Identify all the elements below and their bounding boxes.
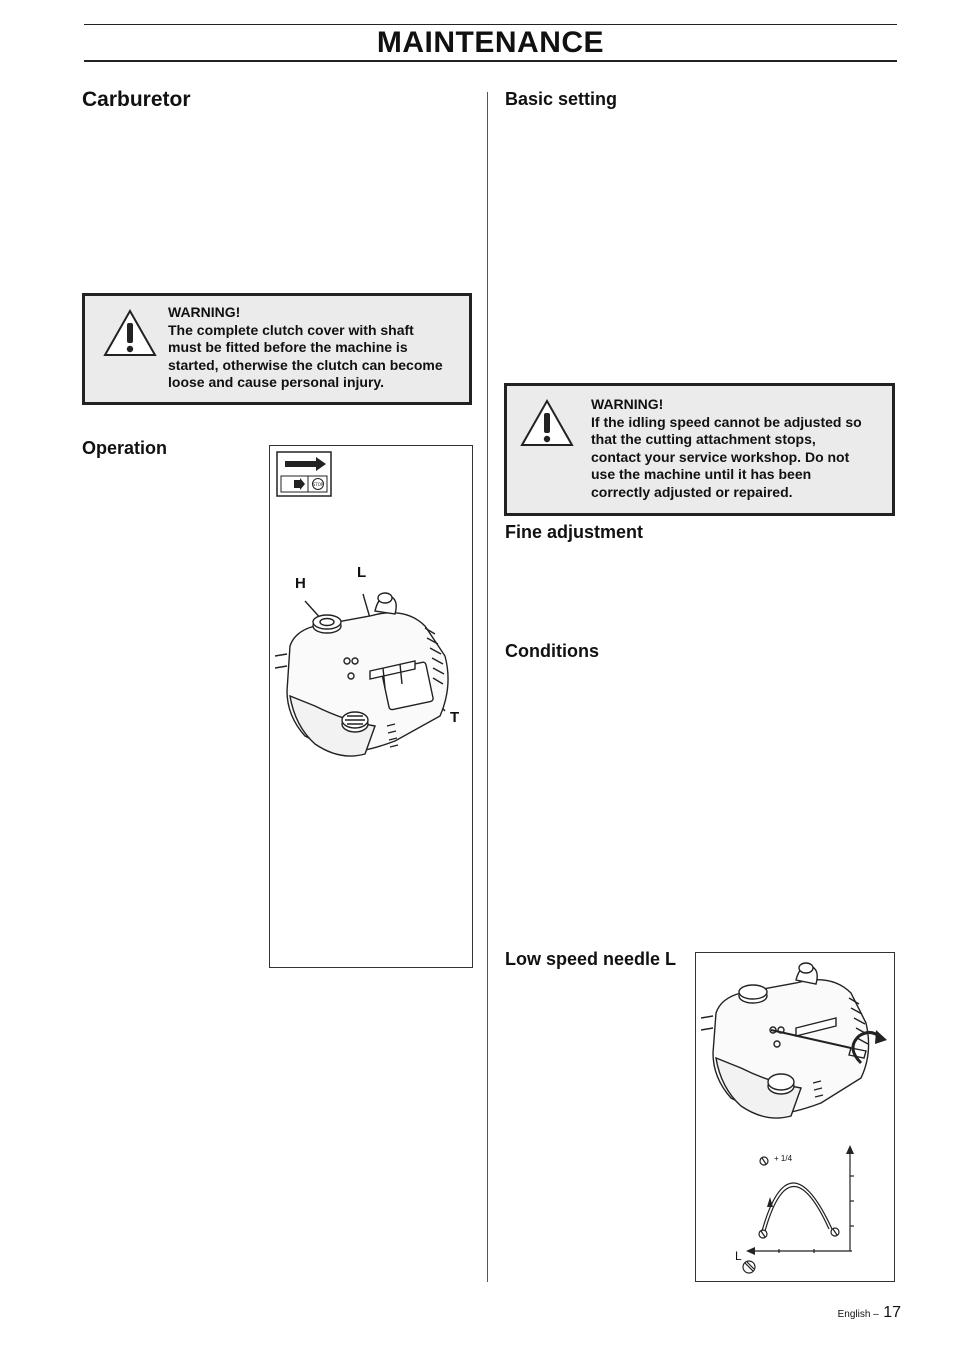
warning-line: correctly adjusted or repaired.: [591, 483, 793, 500]
column-divider: [487, 92, 488, 1282]
warning-line: loose and cause personal injury.: [168, 374, 385, 390]
page-footer: English – 17: [838, 1304, 901, 1322]
needle-adjustment-diagram: [742, 1145, 854, 1274]
header-bottom-rule: [84, 60, 897, 62]
quarter-turn-label: + 1/4: [774, 1154, 793, 1163]
warning-line: contact your service workshop. Do not: [591, 448, 850, 465]
low-speed-figure-frame: + 1/4 L: [695, 952, 895, 1282]
warning-text-idling: WARNING! If the idling speed cannot be a…: [591, 396, 862, 501]
warning-line: that the cutting attachment stops,: [591, 431, 816, 447]
warning-title: WARNING!: [168, 304, 241, 320]
warning-line: must be fitted before the machine is: [168, 339, 408, 355]
engine-adjust-drawing: [701, 962, 887, 1119]
header-top-rule: [84, 24, 897, 25]
warning-triangle-icon: [103, 308, 157, 356]
warning-title: WARNING!: [591, 396, 664, 412]
carburetor-figure-frame: STOP H L T: [269, 445, 473, 968]
warning-line: If the idling speed cannot be adjusted s…: [591, 413, 862, 430]
label-h: H: [295, 575, 306, 592]
fine-adjustment-heading: Fine adjustment: [505, 522, 644, 542]
engine-carburetor-drawing: [275, 592, 449, 757]
warning-line: started, otherwise the clutch can become: [168, 356, 443, 373]
label-l: L: [357, 564, 367, 581]
low-speed-needle-heading: Low speed needle L: [505, 949, 677, 969]
warning-triangle-icon: [520, 398, 574, 446]
warning-line: The complete clutch cover with shaft: [168, 321, 414, 338]
svg-text:STOP: STOP: [313, 482, 324, 487]
page-number: 17: [883, 1304, 901, 1321]
warning-box-idling: WARNING! If the idling speed cannot be a…: [504, 383, 895, 516]
warning-text-clutch: WARNING! The complete clutch cover with …: [168, 304, 443, 392]
conditions-heading: Conditions: [505, 641, 599, 661]
basic-setting-heading: Basic setting: [505, 89, 618, 109]
footer-language: English –: [837, 1309, 879, 1320]
operation-heading: Operation: [82, 438, 168, 458]
needle-l-label: L: [735, 1249, 742, 1263]
page-title: MAINTENANCE: [376, 26, 605, 59]
label-t: T: [450, 709, 460, 726]
warning-box-clutch: WARNING! The complete clutch cover with …: [82, 293, 472, 405]
warning-line: use the machine until it has been: [591, 466, 812, 482]
arrow-stop-symbol-icon: STOP: [276, 451, 332, 497]
carburetor-heading: Carburetor: [82, 88, 191, 111]
